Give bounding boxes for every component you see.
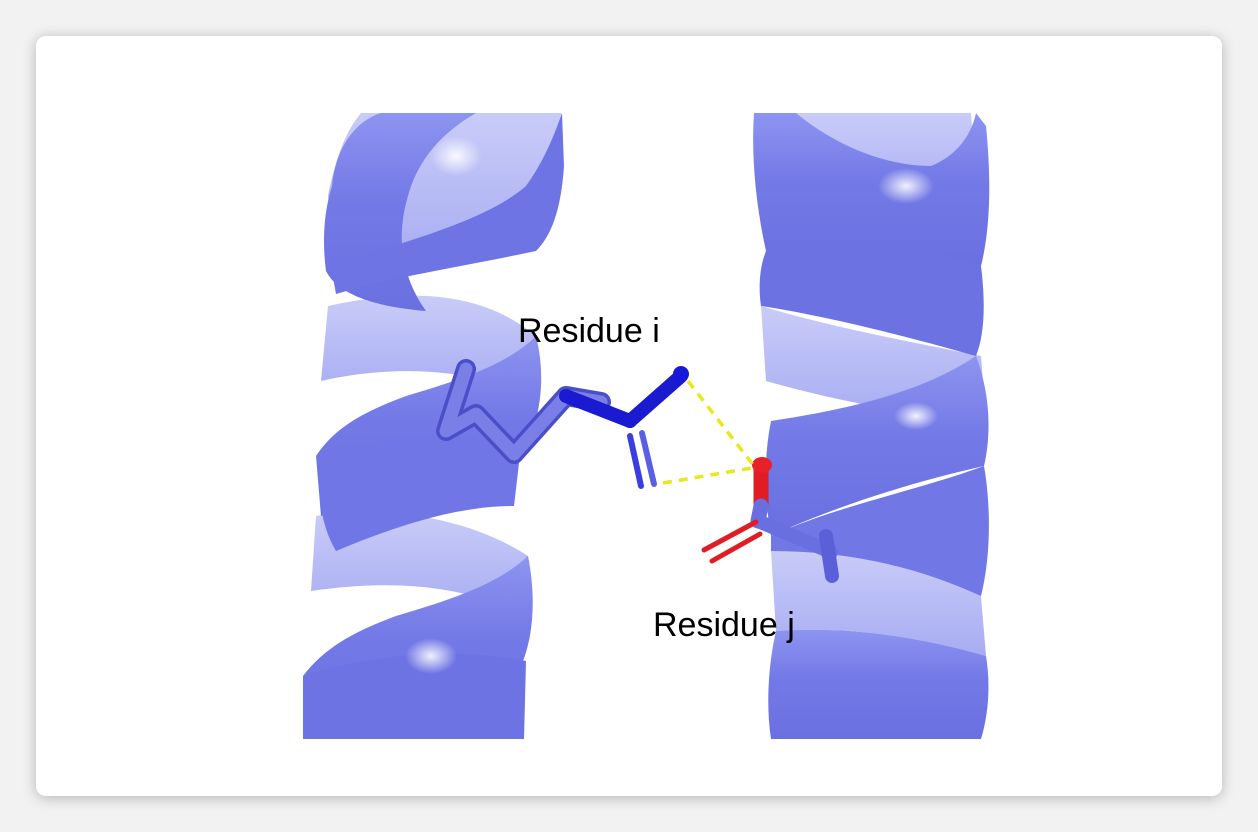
residue-i-label: Residue i (518, 312, 660, 350)
residue-j-label: Residue j (653, 606, 795, 644)
figure-card: Residue i Residue j (36, 36, 1222, 796)
left-helix-highlight (405, 638, 457, 674)
right-helix-front-ribbon (765, 356, 989, 536)
right-helix-front-ribbon (771, 466, 989, 596)
left-helix (303, 113, 564, 739)
right-helix (753, 113, 990, 739)
residue-j-carbon-bond (751, 514, 838, 559)
residue-j-carbon-bond (819, 529, 839, 583)
residue-i-nitrogen-bond (623, 369, 688, 428)
right-helix-front-ribbon (753, 113, 990, 266)
hydrogen-bonds (662, 379, 756, 485)
hydrogen-bond (686, 379, 756, 468)
hydrogen-bond (662, 466, 753, 485)
residue-i-double-bond (627, 433, 644, 489)
residue-i-sticks (436, 359, 689, 489)
left-helix-front-ribbon (319, 437, 521, 551)
residue-j-sticks (701, 457, 839, 583)
residue-j-double-bond-oxygen (701, 519, 759, 553)
residue-i-double-bond (639, 430, 657, 487)
residue-i-nitrogen-bond (559, 389, 637, 428)
residue-j-oxygen-atom (752, 457, 772, 473)
left-helix-highlight (430, 136, 482, 176)
right-helix-front-ribbon (759, 244, 984, 356)
residue-i-nitrogen-atom (673, 366, 689, 382)
right-helix-highlight (894, 402, 938, 430)
left-helix-front-ribbon (303, 653, 526, 739)
right-helix-front-ribbon (768, 629, 989, 739)
left-helix-front-ribbon (331, 113, 564, 294)
residue-j-double-bond-oxygen (709, 531, 763, 564)
molecular-scene (303, 113, 990, 739)
right-helix-highlight (878, 168, 934, 204)
